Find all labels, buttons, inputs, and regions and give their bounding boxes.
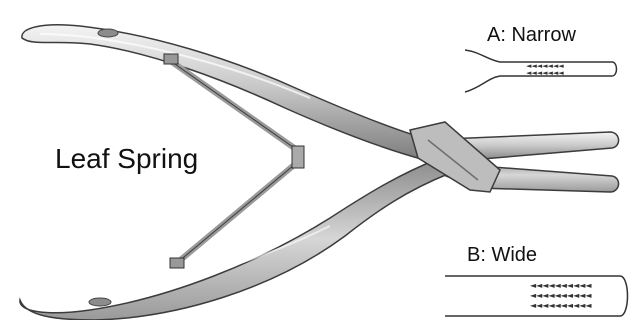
leaf-spring-label: Leaf Spring <box>55 143 198 175</box>
svg-text:◄◄◄◄◄◄◄◄◄◄: ◄◄◄◄◄◄◄◄◄◄ <box>530 281 592 290</box>
svg-text:◄◄◄◄◄◄◄◄◄◄: ◄◄◄◄◄◄◄◄◄◄ <box>530 301 592 310</box>
wide-jaw-label: B: Wide <box>467 244 537 267</box>
lower-handle <box>20 158 448 320</box>
narrow-serrations: ◄◄◄◄◄◄◄ ◄◄◄◄◄◄◄ <box>526 62 564 77</box>
upper-handle <box>22 25 430 160</box>
narrow-jaw-schematic: ◄◄◄◄◄◄◄ ◄◄◄◄◄◄◄ <box>465 50 617 92</box>
svg-text:◄◄◄◄◄◄◄: ◄◄◄◄◄◄◄ <box>526 69 564 77</box>
narrow-jaw-label: A: Narrow <box>487 24 576 47</box>
svg-text:◄◄◄◄◄◄◄◄◄◄: ◄◄◄◄◄◄◄◄◄◄ <box>530 291 592 300</box>
wide-serrations: ◄◄◄◄◄◄◄◄◄◄ ◄◄◄◄◄◄◄◄◄◄ ◄◄◄◄◄◄◄◄◄◄ <box>530 281 592 310</box>
wide-jaw-schematic: ◄◄◄◄◄◄◄◄◄◄ ◄◄◄◄◄◄◄◄◄◄ ◄◄◄◄◄◄◄◄◄◄ <box>445 276 628 316</box>
